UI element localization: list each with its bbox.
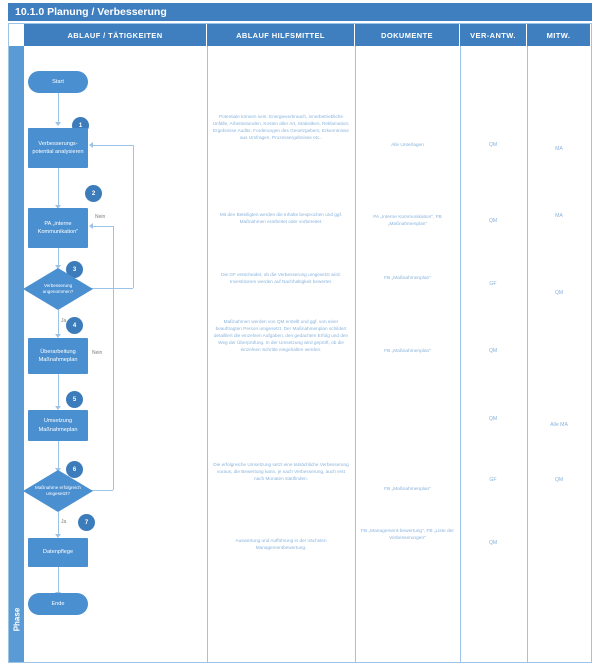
column-header-verantw: VER-ANTW. <box>460 24 527 46</box>
loop6-vertical <box>113 226 114 490</box>
loop3-horizontal-in <box>93 145 133 146</box>
step-badge-3: 3 <box>66 261 83 278</box>
loop3-horizontal-out <box>88 288 133 289</box>
page-title-text: 10.1.0 Planung / Verbesserung <box>15 6 167 18</box>
column-divider-1 <box>207 46 208 662</box>
connector-1-to-2 <box>58 167 59 206</box>
dokumente-row-3: FB „Maßnahmenplan" <box>384 276 431 281</box>
arrow-6-to-7 <box>55 534 61 538</box>
page-title: 10.1.0 Planung / Verbesserung <box>8 3 592 21</box>
column-header-dokumente: DOKUMENTE <box>355 24 460 46</box>
column-header-hilfsmittel: ABLAUF HILFSMITTEL <box>207 24 355 46</box>
step-badge-2: 2 <box>85 185 102 202</box>
verantw-row-1: QM <box>488 142 498 148</box>
flow-node-start[interactable]: Start <box>28 71 88 93</box>
step-badge-7: 7 <box>78 514 95 531</box>
connector-2-to-3 <box>58 247 59 266</box>
hilfsmittel-row-1: Potentiale können sein: Energieverbrauch… <box>212 114 350 141</box>
verantw-row-2: QM <box>488 218 498 224</box>
flow-node-7[interactable]: Datenpflege <box>28 538 88 567</box>
edge-label-ja-step6: Ja <box>61 519 67 525</box>
hilfsmittel-row-4: Maßnahmen werden von QM erstellt und ggf… <box>213 319 349 353</box>
phase-band: Phase <box>9 46 24 662</box>
dokumente-row-7: FB „Management-bewertung", FB „Liste der… <box>361 529 454 542</box>
flow-node-6[interactable]: Maßnahme erfolgreich umgesetzt? <box>23 470 93 512</box>
column-header-ablauf: ABLAUF / TÄTIGKEITEN <box>24 24 207 46</box>
edge-label-nein-upper: Nein <box>95 214 106 220</box>
hilfsmittel-row-6: Die erfolgreiche Umsetzung setzt eine ta… <box>213 462 349 482</box>
dokumente-row-6: FB „Maßnahmenplan" <box>384 487 431 492</box>
column-divider-3 <box>460 46 461 662</box>
step-badge-4: 4 <box>66 317 83 334</box>
mitw-row-5: Alle MA <box>550 422 568 428</box>
connector-5-to-6 <box>58 441 59 469</box>
flow-node-6-label: Maßnahme erfolgreich umgesetzt? <box>35 484 81 496</box>
hilfsmittel-row-2: Mit den Beteiligten werden die Inhalte b… <box>219 212 343 225</box>
arrow-4-to-5 <box>55 406 61 410</box>
connector-6-to-7 <box>58 512 59 535</box>
step-badge-5: 5 <box>66 391 83 408</box>
dokumente-row-2: PA „Interne Kommunikation", FB „Maßnahme… <box>373 215 442 228</box>
arrow-start-to-1 <box>55 122 61 126</box>
mitw-row-1: MA <box>555 146 563 152</box>
step-badge-6: 6 <box>66 461 83 478</box>
arrow-loop6-to-2 <box>89 223 93 229</box>
verantw-row-7: QM <box>488 540 498 546</box>
flow-node-5[interactable]: Umsetzung Maßnahmeplan <box>28 410 88 441</box>
edge-label-nein-lower: Nein <box>92 350 103 356</box>
dokumente-row-4: FB „Maßnahmenplan" <box>384 349 431 354</box>
verantw-row-3: GF <box>489 281 497 287</box>
dokumente-row-1: Alle Unterlagen <box>391 143 424 148</box>
diagram-frame <box>8 23 592 663</box>
flow-node-4[interactable]: Überarbeitung Maßnahmeplan <box>28 338 88 374</box>
column-divider-4 <box>527 46 528 662</box>
loop3-vertical <box>133 145 134 288</box>
loop6-horizontal-in <box>93 226 113 227</box>
column-divider-2 <box>355 46 356 662</box>
loop6-horizontal-out <box>88 490 113 491</box>
mitw-row-3: QM <box>554 290 564 296</box>
arrow-3-to-4 <box>55 334 61 338</box>
mitw-row-2: MA <box>555 213 563 219</box>
mitw-row-6: QM <box>554 477 564 483</box>
edge-label-ja-step3: Ja <box>61 318 67 324</box>
connector-start-to-1 <box>58 92 59 123</box>
column-header-mitw: MITW. <box>527 24 591 46</box>
connector-3-to-4 <box>58 310 59 335</box>
phase-label: Phase <box>12 607 22 632</box>
connector-7-to-end <box>58 567 59 593</box>
arrow-loop3-to-1 <box>89 142 93 148</box>
verantw-row-4: QM <box>488 348 498 354</box>
flow-node-1[interactable]: Verbesserungs-potential analysieren <box>28 128 88 168</box>
connector-4-to-5 <box>58 374 59 407</box>
flow-node-end[interactable]: Ende <box>28 593 88 615</box>
flow-node-2[interactable]: PA „interne Kommunikation" <box>28 208 88 248</box>
hilfsmittel-row-7: Auswertung und Aufführung in der nächste… <box>235 538 327 551</box>
verantw-row-6: GF <box>489 477 497 483</box>
hilfsmittel-row-3: Die GF entscheidet, ob die Verbesserung … <box>221 272 341 285</box>
verantw-row-5: QM <box>488 416 498 422</box>
flow-node-3-label: Verbesserung angenommen? <box>42 282 74 294</box>
flow-node-3[interactable]: Verbesserung angenommen? <box>23 268 93 310</box>
arrow-1-to-2 <box>55 205 61 209</box>
arrow-2-to-3 <box>55 265 61 269</box>
